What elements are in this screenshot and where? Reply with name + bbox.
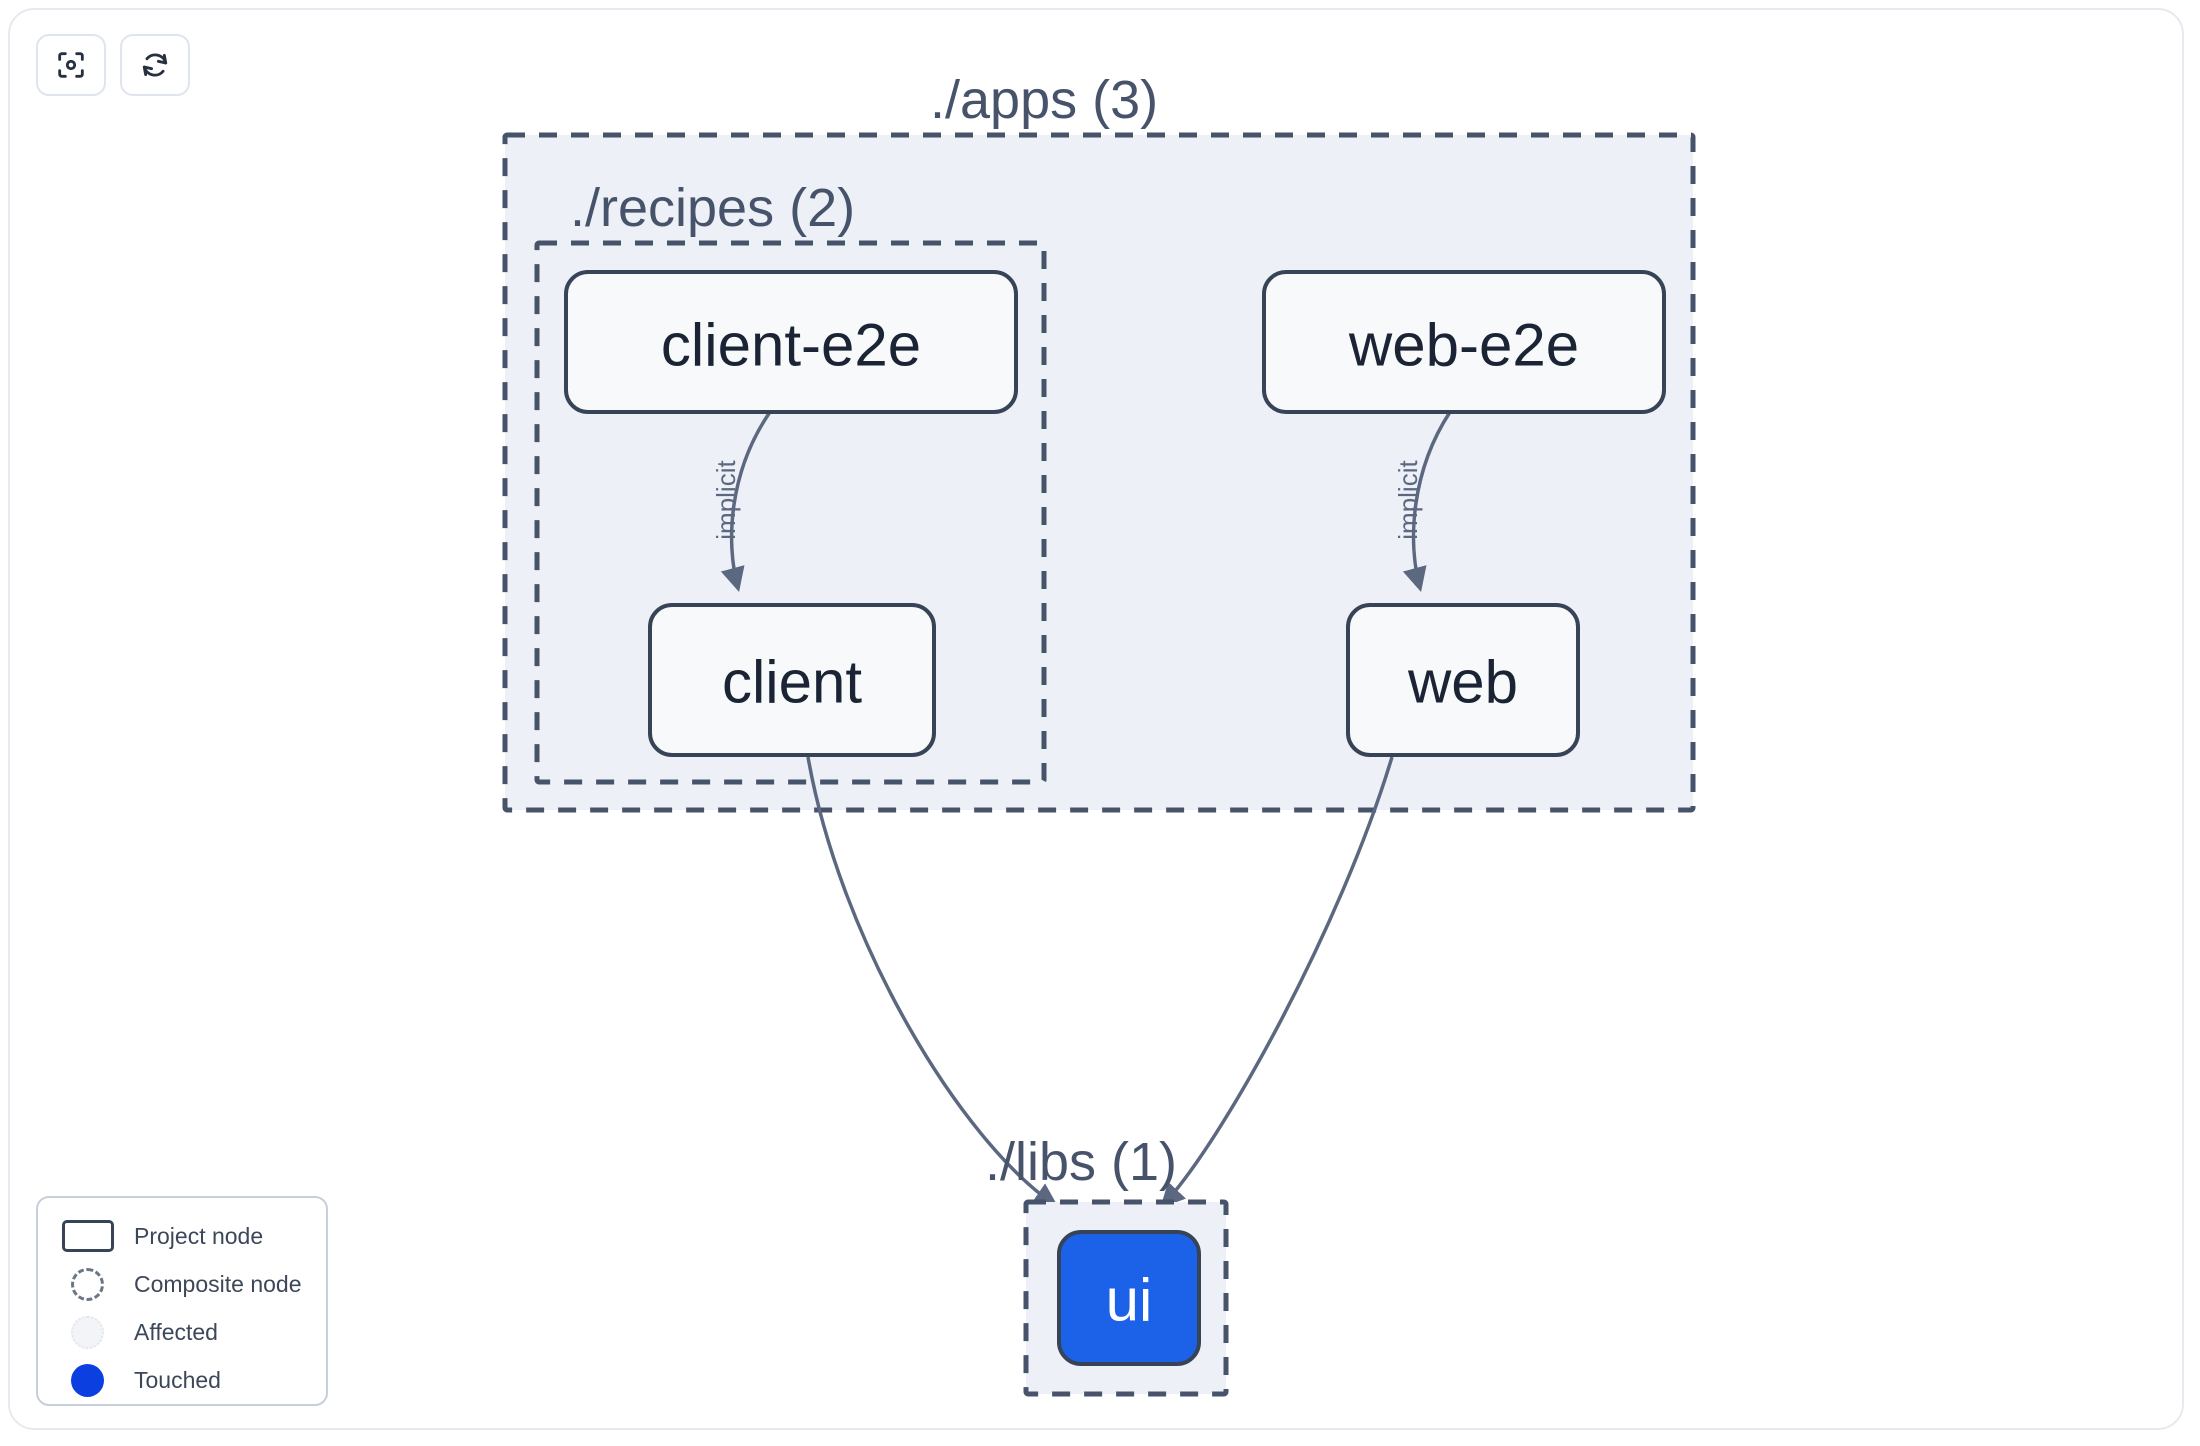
- node-ui[interactable]: ui: [1057, 1230, 1201, 1366]
- refresh-graph-button[interactable]: [120, 34, 190, 96]
- node-label: client: [722, 649, 862, 716]
- node-box[interactable]: [1346, 603, 1580, 757]
- node-label: ui: [1106, 1267, 1153, 1334]
- legend-label: Touched: [134, 1366, 221, 1393]
- node-box[interactable]: [1262, 270, 1666, 414]
- node-box[interactable]: [648, 603, 936, 757]
- edge-label-implicit-web: implicit: [1393, 460, 1423, 540]
- node-label: client-e2e: [661, 312, 921, 379]
- node-box[interactable]: [564, 270, 1018, 414]
- edge-path: [1402, 411, 1452, 592]
- legend-label: Project node: [134, 1222, 264, 1249]
- node-label: web: [1407, 649, 1518, 716]
- legend-item-touched: Touched: [38, 1356, 326, 1404]
- legend-label: Composite node: [134, 1270, 302, 1297]
- composite-node-icon: [62, 1267, 118, 1301]
- focus-graph-button[interactable]: [36, 34, 106, 96]
- edge-client-e2e-to-client[interactable]: implicit: [711, 411, 772, 592]
- graph-legend: Project node Composite node Affected Tou…: [36, 1196, 328, 1406]
- edge-label-implicit-client: implicit: [711, 460, 741, 540]
- node-box[interactable]: [1057, 1230, 1201, 1366]
- edge-path: [806, 756, 1059, 1208]
- edge-web-to-ui[interactable]: [1160, 756, 1394, 1208]
- node-client[interactable]: client: [648, 603, 936, 757]
- group-recipes-label: ./recipes (2): [570, 178, 855, 238]
- focus-target-icon: [54, 48, 88, 82]
- refresh-icon: [138, 48, 172, 82]
- node-label: web-e2e: [1348, 312, 1579, 379]
- legend-item-affected: Affected: [38, 1308, 326, 1356]
- edge-web-e2e-to-web[interactable]: implicit: [1393, 411, 1452, 592]
- edge-client-to-ui[interactable]: [806, 756, 1059, 1208]
- legend-label: Affected: [134, 1318, 218, 1345]
- legend-item-project-node: Project node: [38, 1212, 326, 1260]
- edge-path: [1160, 756, 1394, 1208]
- touched-node-icon: [62, 1363, 118, 1397]
- group-libs-label: ./libs (1): [985, 1132, 1177, 1192]
- project-node-icon: [62, 1219, 118, 1253]
- group-apps-label: ./apps (3): [930, 70, 1158, 130]
- node-web-e2e[interactable]: web-e2e: [1262, 270, 1666, 414]
- node-web[interactable]: web: [1346, 603, 1580, 757]
- node-client-e2e[interactable]: client-e2e: [564, 270, 1018, 414]
- affected-node-icon: [62, 1315, 118, 1349]
- graph-toolbar: [36, 34, 190, 96]
- edge-path: [720, 411, 772, 592]
- legend-item-composite-node: Composite node: [38, 1260, 326, 1308]
